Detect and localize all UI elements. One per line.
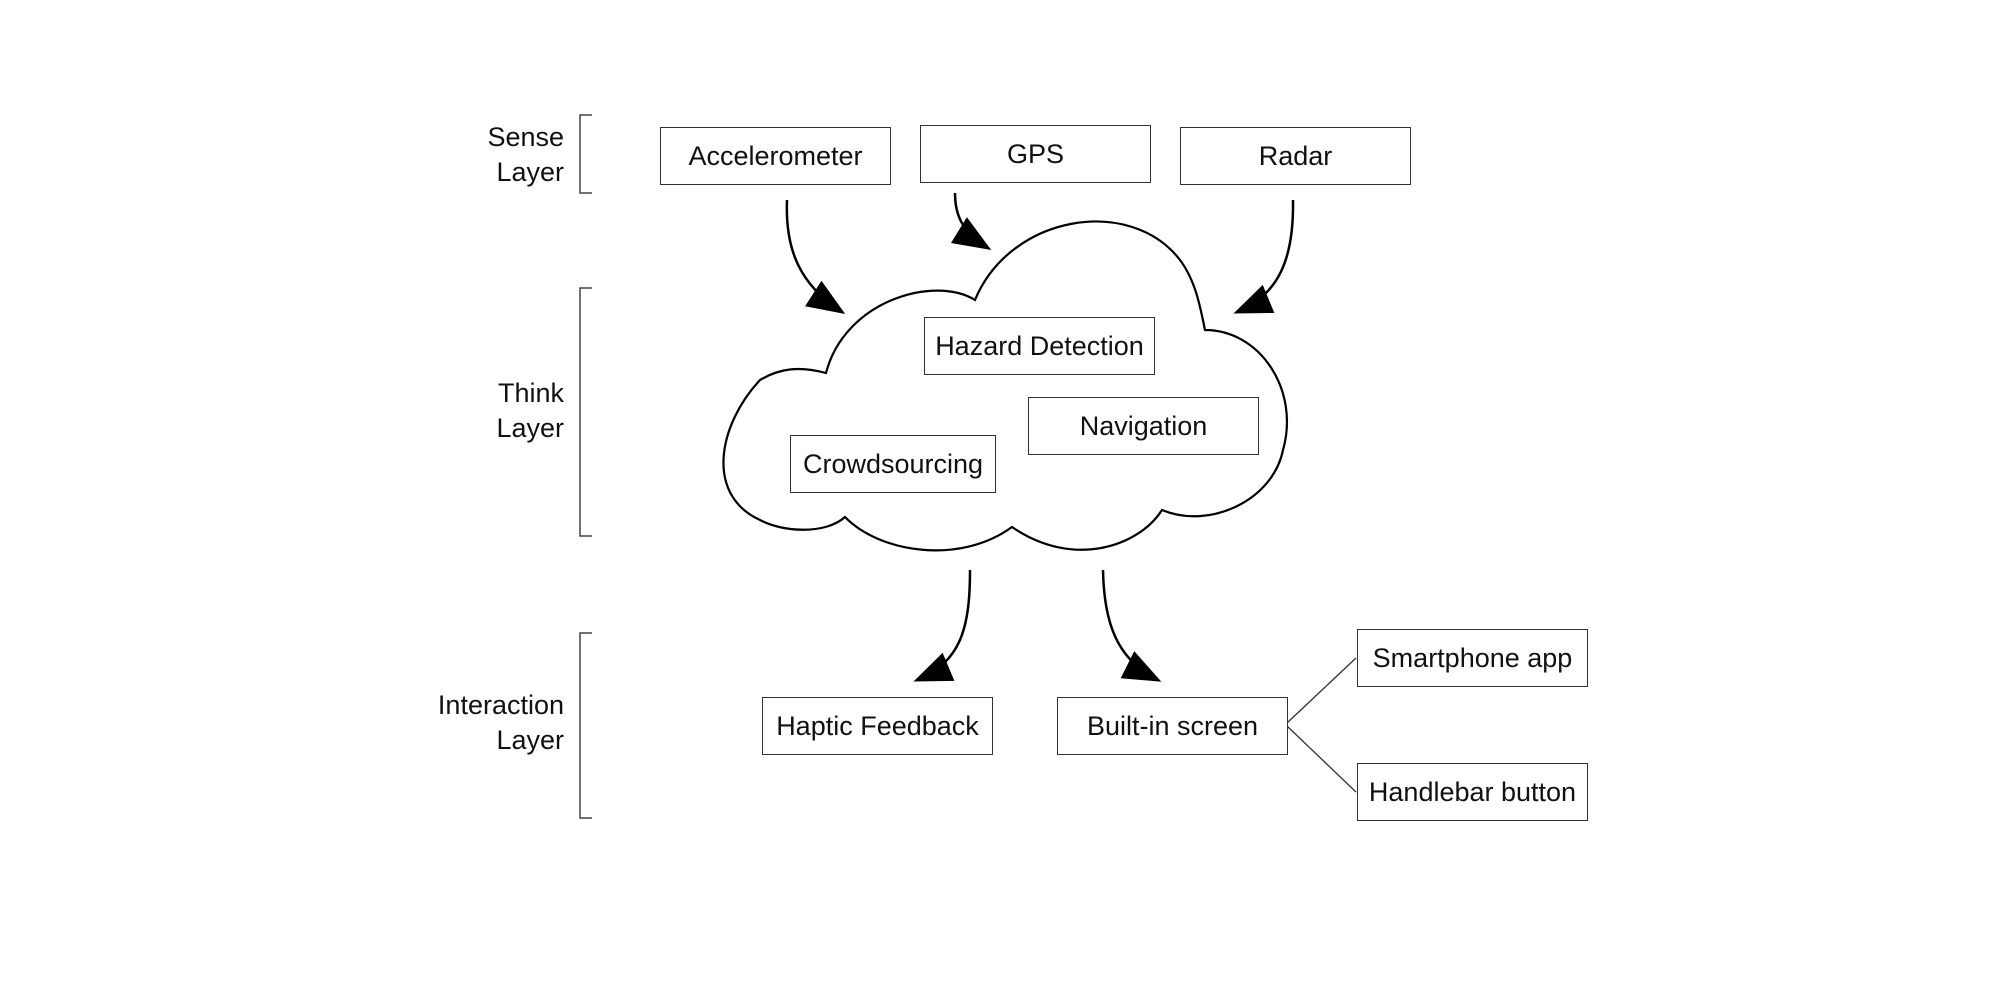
arrow-accelerometer-to-cloud <box>785 199 846 315</box>
interaction-layer-bracket <box>579 632 592 819</box>
crowdsourcing-label: Crowdsourcing <box>802 448 984 479</box>
navigation-box: Navigation <box>1028 397 1259 455</box>
hazard-detection-box: Hazard Detection <box>924 317 1155 375</box>
built-in-screen-label: Built-in screen <box>1086 710 1259 741</box>
navigation-label: Navigation <box>1079 410 1208 441</box>
sense-layer-label-line2: Layer <box>496 157 564 187</box>
think-layer-label-line2: Layer <box>496 413 564 443</box>
interaction-layer-label-line1: Interaction <box>437 690 564 720</box>
gps-box: GPS <box>920 125 1151 183</box>
haptic-feedback-box: Haptic Feedback <box>762 697 993 755</box>
arrow-gps-to-cloud <box>950 192 992 250</box>
arrow-radar-to-cloud <box>1233 199 1295 314</box>
interaction-layer-label-line2: Layer <box>496 725 564 755</box>
connector-screen-to-handlebar <box>1286 725 1357 793</box>
screen-connectors <box>1286 657 1357 793</box>
arrow-cloud-to-screen <box>1101 569 1162 682</box>
arrow-cloud-to-haptic <box>913 569 972 682</box>
layer-brackets <box>579 114 592 819</box>
sense-layer-label-line1: Sense <box>487 122 564 152</box>
handlebar-button-box: Handlebar button <box>1357 763 1588 821</box>
smartphone-app-box: Smartphone app <box>1357 629 1588 687</box>
interaction-layer-label: Interaction Layer <box>344 688 564 758</box>
think-layer-label-line1: Think <box>497 378 564 408</box>
accelerometer-label: Accelerometer <box>688 140 863 171</box>
radar-label: Radar <box>1258 140 1333 171</box>
arrows <box>785 192 1295 682</box>
hazard-detection-label: Hazard Detection <box>935 330 1144 361</box>
smartphone-app-label: Smartphone app <box>1372 642 1573 673</box>
handlebar-button-label: Handlebar button <box>1368 776 1577 807</box>
sense-layer-label: Sense Layer <box>344 120 564 190</box>
haptic-feedback-label: Haptic Feedback <box>776 710 979 741</box>
cloud-shape <box>722 220 1289 552</box>
built-in-screen-box: Built-in screen <box>1057 697 1288 755</box>
crowdsourcing-box: Crowdsourcing <box>790 435 996 493</box>
sense-layer-bracket <box>579 114 592 194</box>
radar-box: Radar <box>1180 127 1411 185</box>
accelerometer-box: Accelerometer <box>660 127 891 185</box>
gps-label: GPS <box>1006 138 1065 169</box>
think-layer-bracket <box>579 287 592 537</box>
think-layer-label: Think Layer <box>344 376 564 446</box>
connector-screen-to-smartphone <box>1286 657 1357 724</box>
